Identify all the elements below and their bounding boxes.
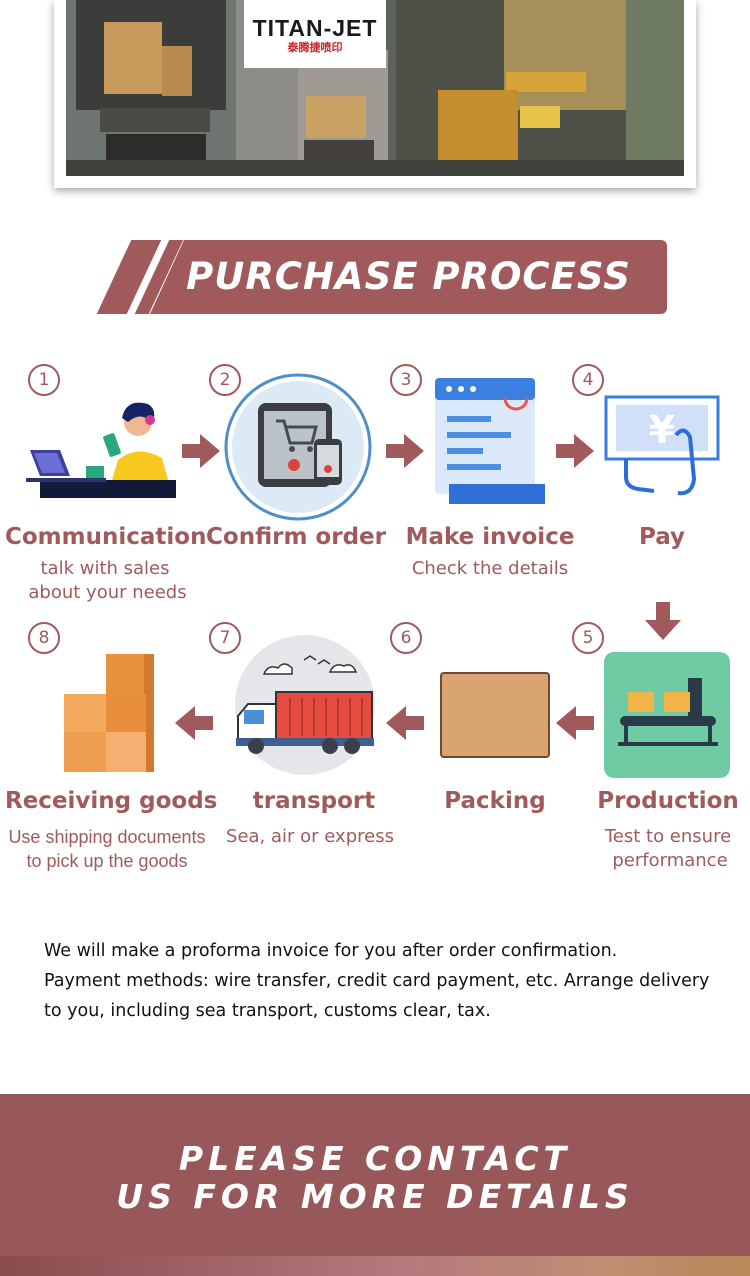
process-note: We will make a proforma invoice for you … xyxy=(44,936,724,1026)
note-line: We will make a proforma invoice for you … xyxy=(44,941,618,961)
step-title: transport xyxy=(252,788,376,814)
step-title: Production xyxy=(597,788,739,814)
step-subtitle: Check the details xyxy=(411,558,569,579)
stacked-boxes-icon xyxy=(64,654,154,772)
step-number: 6 xyxy=(390,622,422,654)
step-subtitle: Sea, air or express xyxy=(226,826,394,847)
yen-payment-icon: ¥ xyxy=(604,395,720,496)
step-title: Make invoice xyxy=(405,524,575,550)
step-subtitle: talk with sales xyxy=(40,558,170,579)
arrow-left-icon xyxy=(175,706,213,740)
arrow-left-icon xyxy=(556,706,594,740)
step-subtitle: Use shipping documents xyxy=(8,827,206,847)
arrow-right-icon xyxy=(386,434,424,468)
step-number: 3 xyxy=(390,364,422,396)
step-title: Communication xyxy=(5,524,207,550)
cardboard-box-icon xyxy=(440,672,550,758)
arrow-down-icon xyxy=(645,602,681,640)
note-line: Payment methods: wire transfer, credit c… xyxy=(44,971,710,991)
titan-jet-logo: TITAN-JET 泰腾捷喷印 xyxy=(244,0,386,68)
step-title: Pay xyxy=(638,524,686,550)
contact-cta: PLEASE CONTACT US FOR MORE DETAILS xyxy=(0,1140,750,1216)
tablet-cart-icon xyxy=(224,373,372,521)
warehouse-photo: TITAN-JET 泰腾捷喷印 xyxy=(54,0,696,188)
logo-brand-text: TITAN-JET xyxy=(252,15,378,41)
step-title: Confirm order xyxy=(206,524,386,550)
step-number: 1 xyxy=(28,364,60,396)
photo-collage: TITAN-JET 泰腾捷喷印 xyxy=(66,0,684,176)
step-number: 5 xyxy=(572,622,604,654)
section-title: PURCHASE PROCESS xyxy=(186,255,631,298)
step-title: Receiving goods xyxy=(5,788,218,814)
invoice-document-icon xyxy=(435,378,545,504)
contact-footer xyxy=(0,1094,750,1276)
step-title: Packing xyxy=(444,788,546,814)
banner-background xyxy=(150,240,667,314)
step-subtitle: about your needs xyxy=(28,582,187,603)
note-line: to you, including sea transport, customs… xyxy=(44,1001,491,1021)
logo-chinese-text: 泰腾捷喷印 xyxy=(287,41,343,54)
step-number: 2 xyxy=(209,364,241,396)
conveyor-production-icon xyxy=(604,652,730,778)
footer-gradient-bar xyxy=(0,1256,750,1276)
svg-text:¥: ¥ xyxy=(649,408,675,452)
cta-line: US FOR MORE DETAILS xyxy=(116,1177,634,1216)
arrow-right-icon xyxy=(182,434,220,468)
cargo-truck-icon xyxy=(235,635,375,775)
step-number: 4 xyxy=(572,364,604,396)
step-number: 8 xyxy=(28,622,60,654)
customer-service-icon xyxy=(26,402,176,498)
arrow-left-icon xyxy=(386,706,424,740)
step-subtitle: to pick up the goods xyxy=(26,851,188,871)
step-subtitle: Test to ensure xyxy=(604,826,732,847)
step-number: 7 xyxy=(209,622,241,654)
cta-line: PLEASE CONTACT xyxy=(178,1139,572,1178)
step-subtitle: performance xyxy=(612,850,728,871)
arrow-right-icon xyxy=(556,434,594,468)
